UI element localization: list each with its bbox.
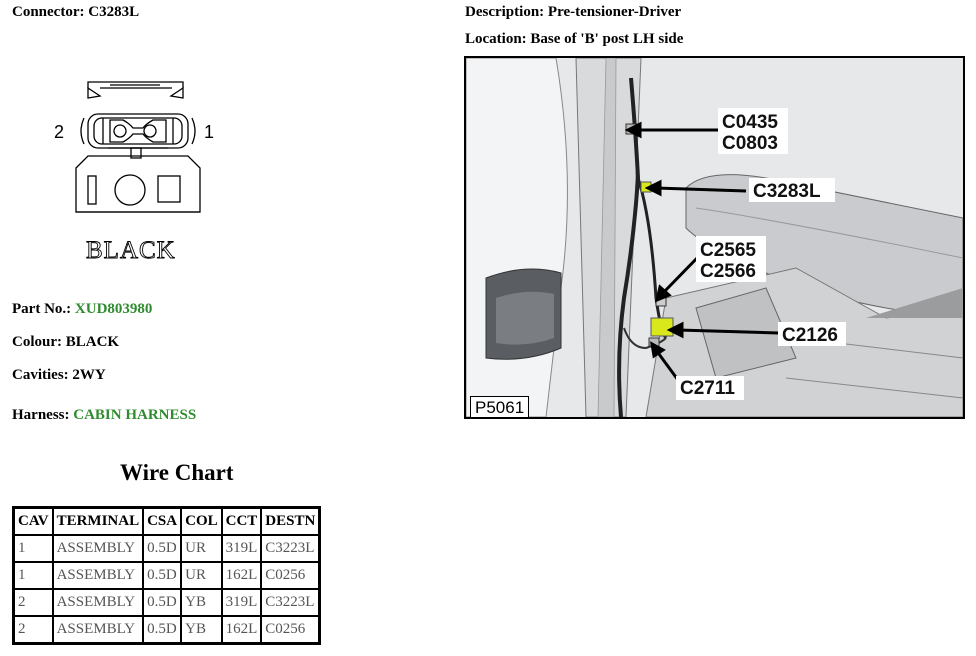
table-row: 2 ASSEMBLY 0.5D YB 162L C0256 — [12, 615, 321, 645]
harness-label: Harness: — [12, 407, 70, 423]
cell-cct: 162L — [220, 615, 263, 645]
colour-value: BLACK — [65, 334, 120, 350]
table-header-row: CAV TERMINAL CSA COL CCT DESTN — [12, 506, 321, 536]
cell-cct: 319L — [220, 588, 263, 617]
diagram-colour-text: BLACK — [86, 237, 176, 264]
part-no-label: Part No.: — [12, 301, 72, 317]
callout-c2711: C2711 — [680, 378, 735, 399]
table-row: 1 ASSEMBLY 0.5D UR 162L C0256 — [12, 561, 321, 590]
location-label: Location: — [465, 31, 527, 47]
cell-csa: 0.5D — [142, 534, 183, 563]
location-value: Base of 'B' post LH side — [530, 31, 684, 47]
cell-terminal: ASSEMBLY — [51, 534, 145, 563]
cell-csa: 0.5D — [142, 615, 183, 645]
connector-face-diagram: 2 1 BLACK — [54, 81, 214, 264]
header-cct: CCT — [220, 506, 263, 536]
cavities-value: 2WY — [72, 367, 106, 383]
connector-value: C3283L — [88, 4, 140, 20]
header-destn: DESTN — [260, 506, 321, 536]
description-field: Description: Pre-tensioner-Driver — [465, 4, 681, 21]
cavities-field: Cavities: 2WY — [12, 367, 106, 384]
cell-destn: C3223L — [260, 588, 321, 617]
callout-c2565: C2565 — [700, 240, 756, 261]
colour-field: Colour: BLACK — [12, 334, 119, 351]
callout-c0435: C0435 — [722, 112, 778, 133]
cell-destn: C3223L — [260, 534, 321, 563]
vehicle-interior-drawing: C0435 C0803 C3283L C2565 C2566 C2126 C27… — [466, 58, 963, 417]
callout-c2566: C2566 — [700, 261, 756, 282]
harness-field: Harness: CABIN HARNESS — [12, 407, 196, 424]
cell-cav: 2 — [12, 615, 54, 645]
cell-col: YB — [180, 615, 223, 645]
part-no-link[interactable]: XUD803980 — [74, 301, 153, 317]
cell-terminal: ASSEMBLY — [51, 615, 145, 645]
cell-cct: 162L — [220, 561, 263, 590]
connector-field: Connector: C3283L — [12, 4, 139, 21]
connector-label: Connector: — [12, 4, 85, 20]
cell-cct: 319L — [220, 534, 263, 563]
cell-csa: 0.5D — [142, 588, 183, 617]
photo-id-label: P5061 — [470, 396, 530, 417]
header-csa: CSA — [142, 506, 183, 536]
cell-col: YB — [180, 588, 223, 617]
description-value: Pre-tensioner-Driver — [547, 4, 682, 20]
cell-cav: 1 — [12, 534, 54, 563]
colour-label: Colour: — [12, 334, 62, 350]
cell-csa: 0.5D — [142, 561, 183, 590]
location-field: Location: Base of 'B' post LH side — [465, 31, 683, 48]
cell-destn: C0256 — [260, 615, 321, 645]
cavities-label: Cavities: — [12, 367, 69, 383]
cell-col: UR — [180, 534, 223, 563]
callout-c3283l: C3283L — [753, 181, 821, 202]
cell-destn: C0256 — [260, 561, 321, 590]
wire-chart-table: CAV TERMINAL CSA COL CCT DESTN 1 ASSEMBL… — [12, 506, 322, 645]
cell-terminal: ASSEMBLY — [51, 561, 145, 590]
cell-terminal: ASSEMBLY — [51, 588, 145, 617]
header-col: COL — [180, 506, 223, 536]
cell-col: UR — [180, 561, 223, 590]
location-illustration: C0435 C0803 C3283L C2565 C2566 C2126 C27… — [464, 56, 965, 419]
description-label: Description: — [465, 4, 545, 20]
pin-1-label: 1 — [204, 122, 214, 142]
cell-cav: 2 — [12, 588, 54, 617]
wire-chart-title: Wire Chart — [120, 460, 234, 485]
header-cav: CAV — [12, 506, 54, 536]
callout-c2126: C2126 — [782, 325, 838, 346]
table-row: 2 ASSEMBLY 0.5D YB 319L C3223L — [12, 588, 321, 617]
pin-2-label: 2 — [54, 122, 64, 142]
cell-cav: 1 — [12, 561, 54, 590]
harness-link[interactable]: CABIN HARNESS — [73, 407, 197, 423]
callout-c0803: C0803 — [722, 133, 778, 154]
part-no-field: Part No.: XUD803980 — [12, 301, 152, 318]
header-terminal: TERMINAL — [51, 506, 145, 536]
table-row: 1 ASSEMBLY 0.5D UR 319L C3223L — [12, 534, 321, 563]
